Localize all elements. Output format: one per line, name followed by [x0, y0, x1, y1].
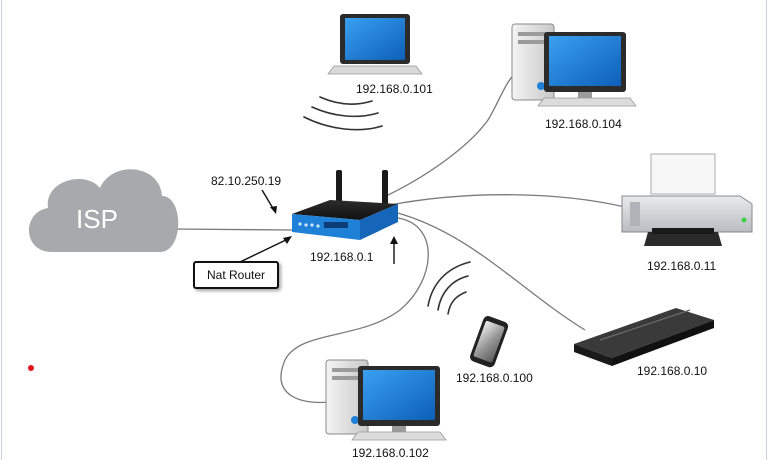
console-icon [574, 308, 714, 366]
right-frame-line [766, 0, 767, 460]
printer-icon [621, 153, 753, 246]
nat-router-label: Nat Router [193, 261, 279, 289]
cable-desktop-top [383, 69, 519, 198]
router-annotations: 82.10.250.19 192.168.0.1 [211, 174, 398, 264]
router-icon [292, 170, 398, 240]
laptop-wifi-waves [303, 96, 383, 131]
lan-arrowhead [390, 236, 398, 244]
printer-ip: 192.168.0.11 [647, 259, 717, 273]
red-dot-marker [28, 365, 34, 371]
nat-arrowhead [283, 236, 292, 244]
laptop-icon [327, 14, 423, 75]
isp-cloud: ISP [28, 169, 179, 252]
desktop-bottom-ip: 192.168.0.102 [352, 446, 429, 460]
wan-arrow [261, 189, 275, 211]
nat-arrow [239, 237, 291, 263]
phone-wifi-waves [427, 261, 471, 315]
desktop-bottom-icon [325, 359, 447, 441]
cable-desktop-bottom [280, 217, 429, 404]
desktop-top-ip: 192.168.0.104 [545, 117, 622, 131]
phone-icon [470, 316, 509, 368]
console-ip: 192.168.0.10 [637, 364, 707, 378]
isp-label: ISP [76, 204, 118, 234]
laptop-ip: 192.168.0.101 [356, 82, 433, 96]
cable-printer [389, 194, 626, 208]
cables [169, 69, 626, 404]
wan-arrowhead [270, 206, 277, 214]
desktop-top-icon [511, 23, 637, 107]
cable-console [393, 211, 586, 331]
router-lan-ip: 192.168.0.1 [310, 250, 374, 264]
left-frame-line [1, 0, 2, 460]
router-wan-ip: 82.10.250.19 [211, 174, 281, 188]
phone-ip: 192.168.0.100 [456, 371, 533, 385]
cable-isp [169, 228, 293, 231]
